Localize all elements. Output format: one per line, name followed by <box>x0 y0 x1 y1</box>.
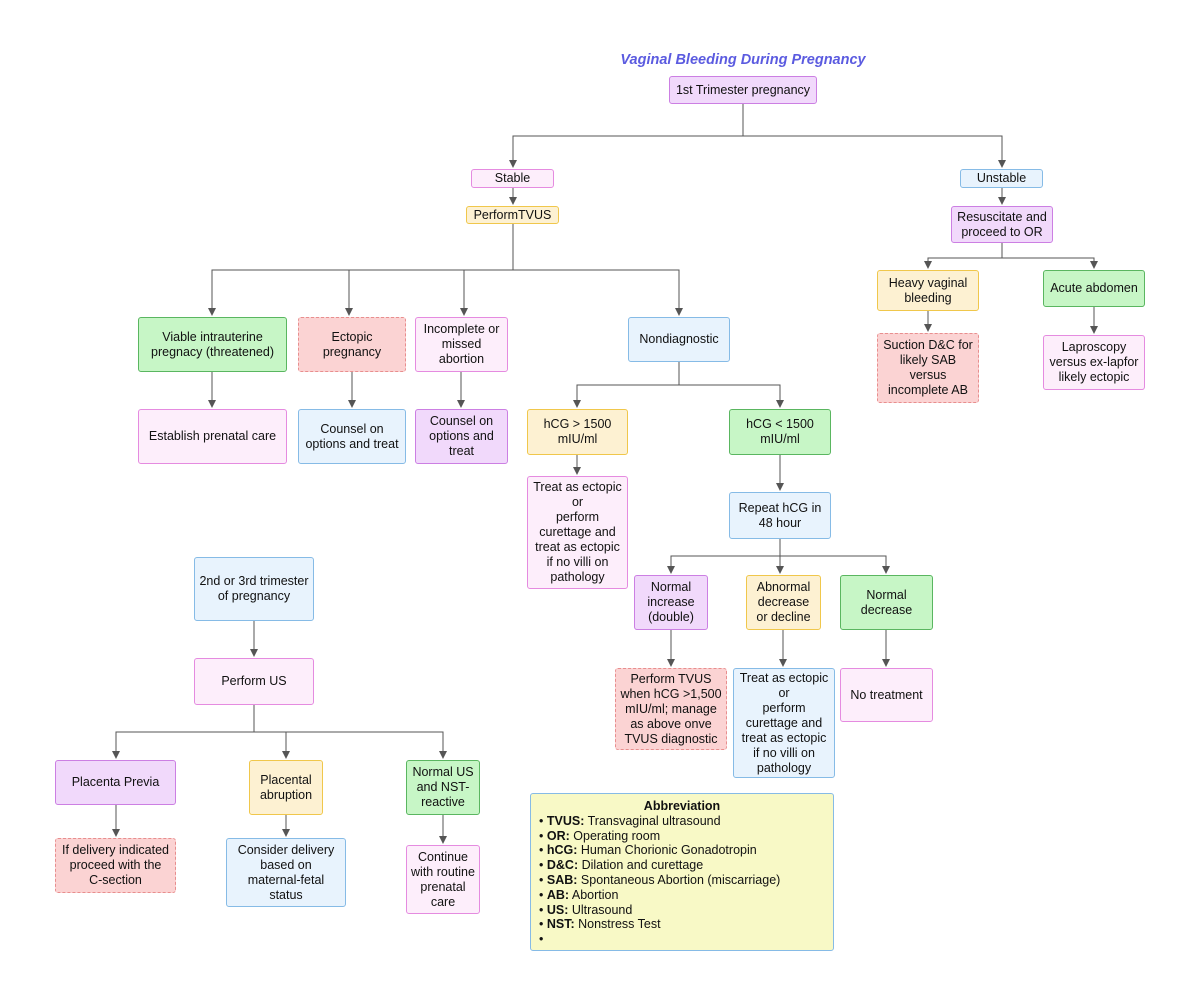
node-acute-abdomen: Acute abdomen <box>1043 270 1145 307</box>
abbreviation-item: • US: Ultrasound <box>539 902 633 917</box>
node-normal-decrease: Normal decrease <box>840 575 933 630</box>
abbreviation-term: AB: <box>546 887 570 902</box>
node-counsel-abortion: Counsel on options and treat <box>415 409 508 464</box>
abbreviation-term: TVUS: <box>546 813 585 828</box>
node-normal-us-nst: Normal US and NST- reactive <box>406 760 480 815</box>
node-prenatal-care: Establish prenatal care <box>138 409 287 464</box>
abbreviation-definition: Ultrasound <box>571 902 633 917</box>
abbreviation-term: SAB: <box>546 872 578 887</box>
node-placenta-previa: Placenta Previa <box>55 760 176 805</box>
node-resuscitate: Resuscitate and proceed to OR <box>951 206 1053 243</box>
node-heavy-bleeding: Heavy vaginal bleeding <box>877 270 979 311</box>
node-hcg-greater: hCG > 1500 mIU/ml <box>527 409 628 455</box>
abbreviation-definition: Operating room <box>573 828 661 843</box>
node-perform-tvus-when: Perform TVUS when hCG >1,500 mIU/ml; man… <box>615 668 727 750</box>
node-stable: Stable <box>471 169 554 188</box>
abbreviation-title: Abbreviation <box>643 799 721 813</box>
abbreviation-term: OR: <box>546 828 570 843</box>
node-continue-care: Continue with routine prenatal care <box>406 845 480 914</box>
abbreviation-term: NST: <box>546 917 575 932</box>
abbreviation-item: • TVUS: Transvaginal ultrasound <box>539 813 721 828</box>
node-abnormal-decrease: Abnormal decrease or decline <box>746 575 821 630</box>
abbreviation-item: • OR: Operating room <box>539 828 661 843</box>
abbreviation-item: • SAB: Spontaneous Abortion (miscarriage… <box>539 872 781 887</box>
node-laproscopy: Laproscopy versus ex-lapfor likely ectop… <box>1043 335 1145 390</box>
node-c-section: If delivery indicated proceed with the C… <box>55 838 176 893</box>
node-normal-increase: Normal increase (double) <box>634 575 708 630</box>
abbreviation-item: • AB: Abortion <box>539 887 619 902</box>
node-perform-us: Perform US <box>194 658 314 705</box>
node-hcg-less: hCG < 1500 mIU/ml <box>729 409 831 455</box>
node-counsel-ectopic: Counsel on options and treat <box>298 409 406 464</box>
node-treat-ectopic-2: Treat as ectopic or perform curettage an… <box>733 668 835 778</box>
node-incomplete-abortion: Incomplete or missed abortion <box>415 317 508 372</box>
abbreviation-item: • hCG: Human Chorionic Gonadotropin <box>539 843 757 858</box>
abbreviation-legend: Abbreviation • TVUS: Transvaginal ultras… <box>530 793 834 951</box>
node-repeat-hcg: Repeat hCG in 48 hour <box>729 492 831 539</box>
node-placental-abruption: Placental abruption <box>249 760 323 815</box>
node-perform-tvus: PerformTVUS <box>466 206 559 224</box>
node-suction-dc: Suction D&C for likely SAB versus incomp… <box>877 333 979 403</box>
abbreviation-term: hCG: <box>546 843 578 858</box>
abbreviation-term: D&C: <box>546 858 579 873</box>
abbreviation-definition: Dilation and curettage <box>581 858 704 873</box>
abbreviation-definition: Transvaginal ultrasound <box>587 813 721 828</box>
node-unstable: Unstable <box>960 169 1043 188</box>
abbreviation-term: US: <box>546 902 569 917</box>
node-viable-iup: Viable intrauterine pregnacy (threatened… <box>138 317 287 372</box>
abbreviation-definition: Nonstress Test <box>578 917 661 932</box>
abbreviation-item: • <box>539 932 544 947</box>
node-first-trimester: 1st Trimester pregnancy <box>669 76 817 104</box>
abbreviation-definition: Human Chorionic Gonadotropin <box>580 843 757 858</box>
abbreviation-definition: Abortion <box>571 887 619 902</box>
abbreviation-item: • NST: Nonstress Test <box>539 917 661 932</box>
node-nondiagnostic: Nondiagnostic <box>628 317 730 362</box>
diagram-title: Vaginal Bleeding During Pregnancy <box>620 52 866 68</box>
node-no-treatment: No treatment <box>840 668 933 722</box>
node-second-third-trimester: 2nd or 3rd trimester of pregnancy <box>194 557 314 621</box>
node-ectopic: Ectopic pregnancy <box>298 317 406 372</box>
abbreviation-item: • D&C: Dilation and curettage <box>539 858 704 873</box>
node-treat-ectopic-1: Treat as ectopic or perform curettage an… <box>527 476 628 589</box>
node-consider-delivery: Consider delivery based on maternal-feta… <box>226 838 346 907</box>
abbreviation-definition: Spontaneous Abortion (miscarriage) <box>580 872 781 887</box>
